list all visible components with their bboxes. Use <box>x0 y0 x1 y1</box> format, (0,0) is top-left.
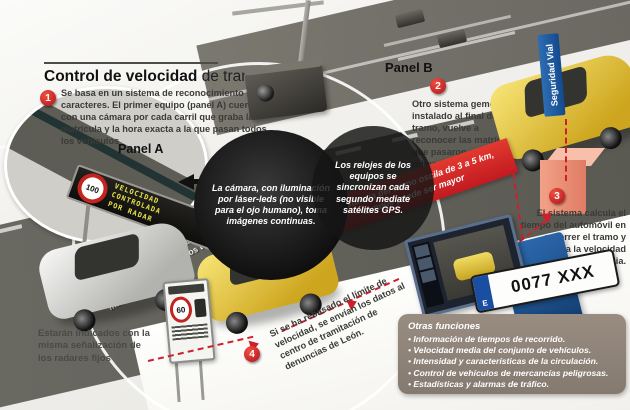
bubble-arrow-icon <box>170 174 194 190</box>
monitor-thumbnail <box>420 269 437 284</box>
otras-funciones-item: • Información de tiempos de recorrido. <box>408 334 566 344</box>
title-rule <box>44 62 218 64</box>
otras-funciones-item: • Control de vehículos de mercancías pel… <box>408 367 609 378</box>
monitor-thumbnail <box>417 256 434 271</box>
step-1-text: Se basa en un sistema de reconocimiento … <box>61 88 267 146</box>
step-1-badge: 1 <box>40 90 56 106</box>
monitor-thumbnail <box>413 243 431 258</box>
roadside-cabinet <box>540 160 586 214</box>
step-3-badge: 3 <box>549 188 565 204</box>
panel-b-label: Panel B <box>385 60 433 75</box>
speed-limit-60-roundel: 60 <box>168 295 193 324</box>
camera-bubble-text: La cámara, con iluminación por láser-led… <box>211 182 331 227</box>
gps-info-bubble: Los relojes de los equipos se sincroniza… <box>312 126 434 250</box>
camera-lens <box>255 83 275 103</box>
sign-footer-text-lines <box>171 323 209 341</box>
gps-bubble-text: Los relojes de los equipos se sincroniza… <box>334 159 412 215</box>
otras-funciones-item: • Intensidad y características de la cir… <box>408 356 599 367</box>
panel-a-label: Panel A <box>118 142 164 156</box>
radar-camera-glyph-icon <box>194 298 207 318</box>
otras-funciones-item: • Estadísticas y alarmas de tráfico. <box>408 378 550 389</box>
step-4-badge: 4 <box>244 346 260 362</box>
signage-note: Estarán indicados con la misma señalizac… <box>38 328 150 364</box>
otras-funciones-title: Otras funciones <box>408 321 481 332</box>
page-title: Control de velocidad de tramo <box>44 68 263 86</box>
otras-funciones-item: • Velocidad media del conjunto de vehícu… <box>408 345 592 356</box>
badge-label: Seguridad Vial <box>543 43 560 107</box>
sign-header-strip <box>167 283 205 295</box>
speed-limit-100-roundel: 100 <box>73 169 112 208</box>
cctv-camera-icon <box>243 58 328 121</box>
otras-funciones-panel: Otras funciones • Información de tiempos… <box>398 314 626 394</box>
dashed-path-right <box>565 119 567 181</box>
title-bold: Control de velocidad <box>44 68 198 85</box>
step-2-badge: 2 <box>430 78 446 94</box>
